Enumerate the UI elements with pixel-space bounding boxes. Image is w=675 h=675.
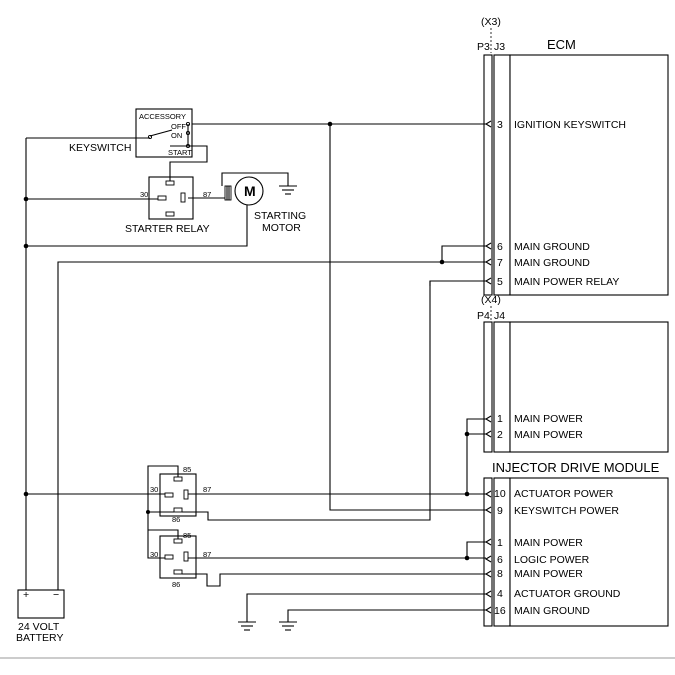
ecm-j4-pin-1-label: MAIN POWER	[514, 413, 583, 425]
idm-pin-8-num: 8	[497, 568, 503, 580]
idm-pin-9-label: KEYSWITCH POWER	[514, 505, 619, 517]
keyswitch-accessory-label: ACCESSORY	[139, 112, 186, 121]
starting-motor-line2: MOTOR	[262, 222, 301, 234]
ecm-p3-label: P3	[477, 41, 490, 53]
relay-top-85-label: 85	[183, 465, 191, 474]
ecm-pin-5-num: 5	[497, 276, 503, 288]
battery-minus: −	[53, 589, 59, 601]
idm-pin-10-label: ACTUATOR POWER	[514, 488, 614, 500]
ecm-pin-5-label: MAIN POWER RELAY	[514, 276, 619, 288]
injector-drive-module: INJECTOR DRIVE MODULE 10 ACTUATOR POWER …	[483, 460, 669, 627]
idm-pin-8-label: MAIN POWER	[514, 568, 583, 580]
starter-relay-label: STARTER RELAY	[125, 223, 210, 235]
ecm-pin-3-label: IGNITION KEYSWITCH	[514, 119, 626, 131]
ecm-x3-label: (X3)	[481, 16, 501, 28]
ground-symbols	[238, 621, 297, 631]
battery-line2: BATTERY	[16, 632, 63, 644]
relay-top-87-label: 87	[203, 485, 211, 494]
relay-top-30-label: 30	[150, 485, 158, 494]
relay-top: 85 30 87 86	[150, 465, 211, 524]
ecm-pin-7-num: 7	[497, 257, 503, 269]
idm-pin-16-num: 16	[494, 605, 506, 617]
idm-pin-6-num: 6	[497, 554, 503, 566]
junction-dots	[23, 121, 470, 561]
starting-motor: M STARTING MOTOR	[221, 172, 306, 234]
relay-bottom-30-label: 30	[150, 550, 158, 559]
keyswitch: ACCESSORY OFF ON START KEYSWITCH	[69, 108, 193, 158]
relay-bottom-86-label: 86	[172, 580, 180, 589]
idm-pin-4-num: 4	[497, 588, 503, 600]
starter-relay-30-label: 30	[140, 190, 148, 199]
idm-pin-4-label: ACTUATOR GROUND	[514, 588, 621, 600]
ecm-p4-label: P4	[477, 310, 490, 322]
relay-bottom-85-label: 85	[183, 531, 191, 540]
wires	[25, 123, 486, 622]
idm-title: INJECTOR DRIVE MODULE	[492, 460, 660, 475]
idm-pin-1-num: 1	[497, 537, 503, 549]
ecm-title: ECM	[547, 37, 576, 52]
keyswitch-start-label: START	[168, 148, 192, 157]
starting-motor-line1: STARTING	[254, 210, 306, 222]
ecm-module: (X3) P3 J3 ECM 3 IGNITION KEYSWITCH 6 MA…	[477, 16, 669, 453]
ecm-x4-label: (X4)	[481, 294, 501, 306]
ecm-pin-6-label: MAIN GROUND	[514, 241, 590, 253]
idm-pin-6-label: LOGIC POWER	[514, 554, 590, 566]
ecm-pin-6-num: 6	[497, 241, 503, 253]
keyswitch-on-label: ON	[171, 131, 182, 140]
keyswitch-label: KEYSWITCH	[69, 142, 131, 154]
ecm-pin-3-num: 3	[497, 119, 503, 131]
motor-symbol: M	[244, 183, 256, 199]
starter-relay-87-label: 87	[203, 190, 211, 199]
battery-line1: 24 VOLT	[18, 621, 60, 633]
idm-pin-16-label: MAIN GROUND	[514, 605, 590, 617]
ecm-pin-7-label: MAIN GROUND	[514, 257, 590, 269]
idm-pin-10-num: 10	[494, 488, 506, 500]
relay-top-86-label: 86	[172, 515, 180, 524]
battery: + − 24 VOLT BATTERY	[16, 589, 65, 644]
battery-plus: +	[23, 589, 29, 601]
ecm-j4-pin-2-label: MAIN POWER	[514, 429, 583, 441]
ecm-j4-pin-1-num: 1	[497, 413, 503, 425]
relay-bottom-87-label: 87	[203, 550, 211, 559]
idm-pin-9-num: 9	[497, 505, 503, 517]
starter-relay: 30 87 STARTER RELAY	[125, 176, 211, 235]
keyswitch-off-label: OFF	[171, 122, 186, 131]
ecm-j4-pin-2-num: 2	[497, 429, 503, 441]
relay-bottom: 85 30 87 86	[150, 531, 211, 589]
idm-pin-1-label: MAIN POWER	[514, 537, 583, 549]
ecm-j3-label: J3	[494, 41, 505, 53]
ecm-j4-label: J4	[494, 310, 505, 322]
